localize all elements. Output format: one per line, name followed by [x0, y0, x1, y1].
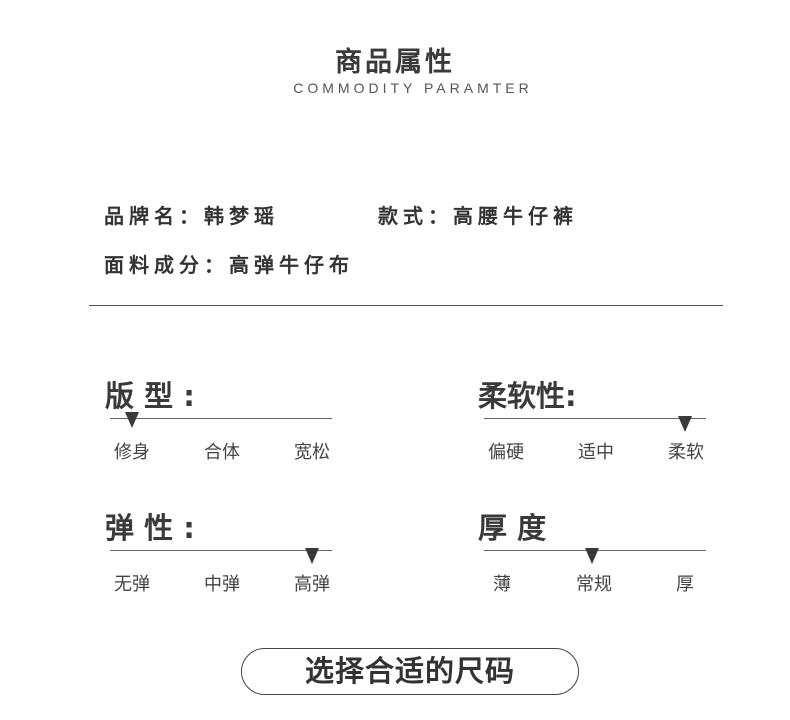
elasticity-scale-line	[110, 550, 332, 551]
elasticity-label: 弹 性 :	[105, 511, 195, 545]
section-divider	[89, 305, 723, 306]
fit-marker	[125, 412, 139, 428]
choose-size-button[interactable]: 选择合适的尺码	[241, 648, 579, 695]
elasticity-marker	[305, 548, 319, 564]
fit-option-1: 合体	[204, 442, 240, 463]
page-subtitle: COMMODITY PARAMTER	[293, 80, 533, 96]
fabric-info: 面料成分：高弹牛仔布	[104, 253, 354, 277]
fit-label: 版 型 :	[105, 379, 195, 413]
thickness-option-0: 薄	[493, 574, 511, 595]
fit-option-2: 宽松	[294, 442, 330, 463]
fit-scale-line	[110, 418, 332, 419]
softness-option-1: 适中	[578, 442, 614, 463]
elasticity-option-2: 高弹	[294, 574, 330, 595]
thickness-option-2: 厚	[676, 574, 694, 595]
softness-option-0: 偏硬	[488, 442, 524, 463]
softness-marker	[678, 416, 692, 432]
softness-label: 柔软性:	[478, 379, 577, 413]
fit-option-0: 修身	[114, 442, 150, 463]
softness-scale-line	[484, 418, 706, 419]
thickness-label: 厚 度	[478, 511, 547, 545]
softness-option-2: 柔软	[668, 442, 704, 463]
elasticity-option-1: 中弹	[204, 574, 240, 595]
page-title: 商品属性	[335, 47, 455, 78]
thickness-marker	[585, 548, 599, 564]
elasticity-option-0: 无弹	[114, 574, 150, 595]
thickness-option-1: 常规	[576, 574, 612, 595]
style-info: 款式：高腰牛仔裤	[378, 204, 578, 228]
brand-info: 品牌名：韩梦瑶	[104, 204, 279, 228]
